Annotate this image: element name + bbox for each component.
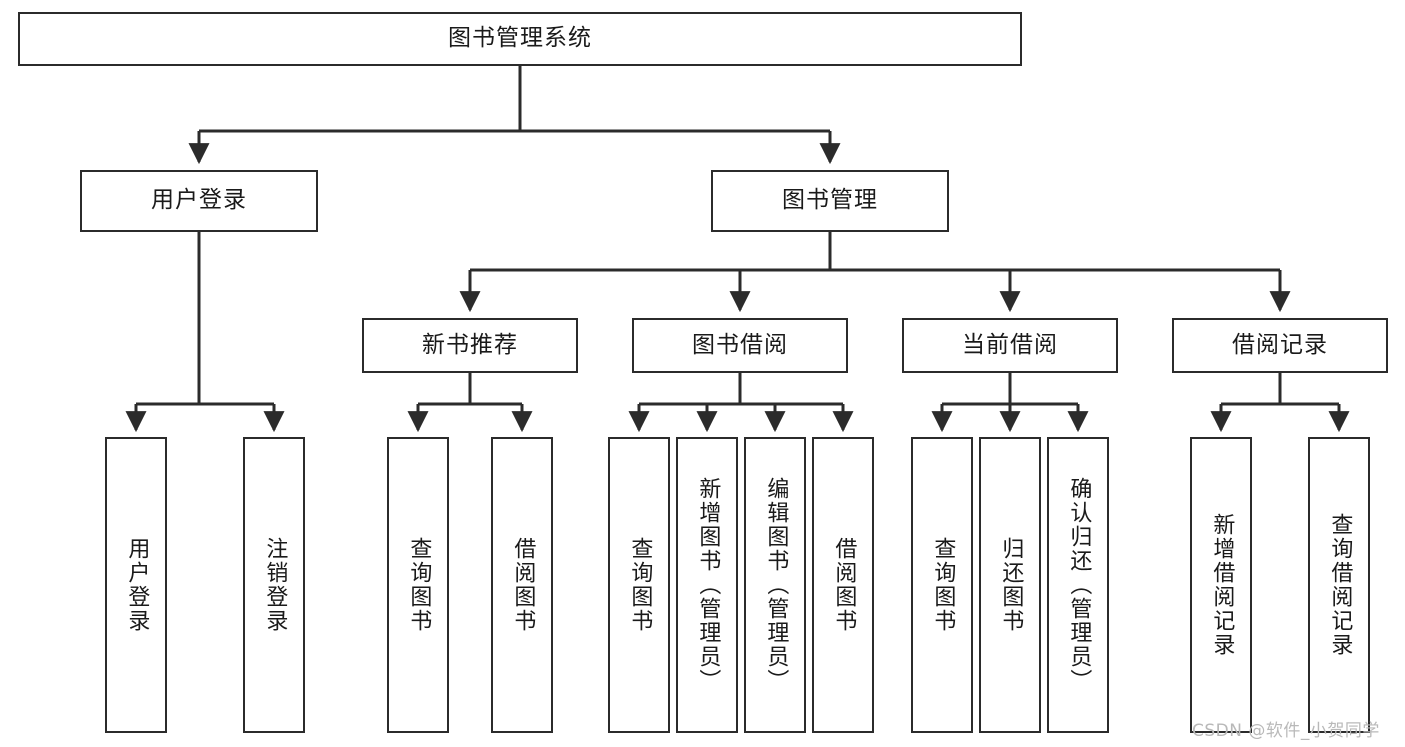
node-book-borrow-label: 图书借阅 (692, 331, 788, 358)
leaf-query-borrow-record[interactable]: 查询借阅记录 (1308, 437, 1370, 733)
leaf-logout[interactable]: 注销登录 (243, 437, 305, 733)
leaf-add-borrow-record[interactable]: 新增借阅记录 (1190, 437, 1252, 733)
leaf-borrow-book-recommend-label: 借阅图书 (510, 537, 536, 633)
node-borrow-record-label: 借阅记录 (1232, 331, 1328, 358)
leaf-borrow-book[interactable]: 借阅图书 (812, 437, 874, 733)
leaf-borrow-book-recommend[interactable]: 借阅图书 (491, 437, 553, 733)
node-borrow-record[interactable]: 借阅记录 (1172, 318, 1388, 373)
leaf-query-book-recommend[interactable]: 查询图书 (387, 437, 449, 733)
node-new-book-recommend[interactable]: 新书推荐 (362, 318, 578, 373)
node-book-manage[interactable]: 图书管理 (711, 170, 949, 232)
leaf-query-book-current-label: 查询图书 (930, 537, 956, 633)
node-current-borrow[interactable]: 当前借阅 (902, 318, 1118, 373)
leaf-edit-book[interactable]: 编辑图书（管理员） (744, 437, 806, 733)
leaf-confirm-return[interactable]: 确认归还（管理员） (1047, 437, 1109, 733)
leaf-query-borrow-record-label: 查询借阅记录 (1327, 513, 1353, 657)
node-book-manage-label: 图书管理 (782, 187, 878, 214)
leaf-query-book-borrow-label: 查询图书 (627, 537, 653, 633)
leaf-user-login-label: 用户登录 (124, 537, 150, 633)
node-new-book-recommend-label: 新书推荐 (422, 331, 518, 358)
leaf-return-book-label: 归还图书 (998, 537, 1024, 633)
node-book-borrow[interactable]: 图书借阅 (632, 318, 848, 373)
leaf-add-book-label: 新增图书（管理员） (695, 477, 721, 693)
leaf-query-book-current[interactable]: 查询图书 (911, 437, 973, 733)
node-current-borrow-label: 当前借阅 (962, 331, 1058, 358)
leaf-add-borrow-record-label: 新增借阅记录 (1209, 513, 1235, 657)
leaf-borrow-book-label: 借阅图书 (831, 537, 857, 633)
leaf-query-book-recommend-label: 查询图书 (406, 537, 432, 633)
leaf-confirm-return-label: 确认归还（管理员） (1066, 477, 1092, 693)
leaf-edit-book-label: 编辑图书（管理员） (763, 477, 789, 693)
leaf-logout-label: 注销登录 (262, 537, 288, 633)
leaf-return-book[interactable]: 归还图书 (979, 437, 1041, 733)
node-user-login-label: 用户登录 (151, 187, 247, 214)
node-root-system-label: 图书管理系统 (448, 25, 592, 52)
csdn-watermark: CSDN @软件_小贺同学 (1192, 721, 1380, 741)
leaf-user-login[interactable]: 用户登录 (105, 437, 167, 733)
node-root-system[interactable]: 图书管理系统 (18, 12, 1022, 66)
node-user-login[interactable]: 用户登录 (80, 170, 318, 232)
leaf-query-book-borrow[interactable]: 查询图书 (608, 437, 670, 733)
leaf-add-book[interactable]: 新增图书（管理员） (676, 437, 738, 733)
